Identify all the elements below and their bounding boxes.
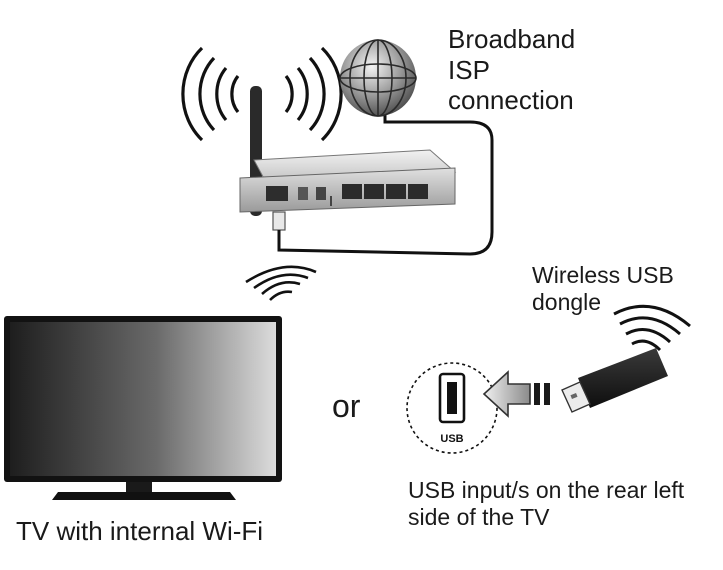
dongle-label-line-2: dongle [532, 289, 602, 316]
router-wifi-signal-icon [181, 46, 343, 142]
wireless-usb-dongle-label: Wireless USB dongle [532, 262, 674, 316]
broadband-label-line-3: connection [448, 85, 574, 116]
usb-dongle-icon [561, 348, 668, 413]
dongle-wifi-signal-icon [613, 304, 691, 352]
broadband-isp-label: Broadband ISP connection [448, 24, 575, 116]
broadband-label-line-2: ISP [448, 54, 490, 85]
broadband-label-line-1: Broadband [448, 24, 576, 54]
usb-input-label: USB input/s on the rear left side of the… [408, 477, 684, 531]
tv-label: TV with internal Wi-Fi [16, 516, 264, 546]
left-arrow-icon [482, 370, 550, 418]
globe-icon [339, 39, 417, 117]
wireless-router-icon [239, 86, 457, 231]
usb-port-label: USB [440, 433, 463, 445]
usb-input-label-line-1: USB input/s on the rear left [408, 477, 685, 503]
dongle-label-line-1: Wireless USB [532, 262, 674, 288]
network-cables [277, 110, 494, 256]
or-label: or [332, 388, 361, 424]
tv-wifi-signal-icon [245, 265, 317, 301]
usb-input-label-line-2: side of the TV [408, 504, 550, 531]
tv-icon [4, 316, 282, 500]
usb-port-icon: USB [406, 362, 498, 454]
